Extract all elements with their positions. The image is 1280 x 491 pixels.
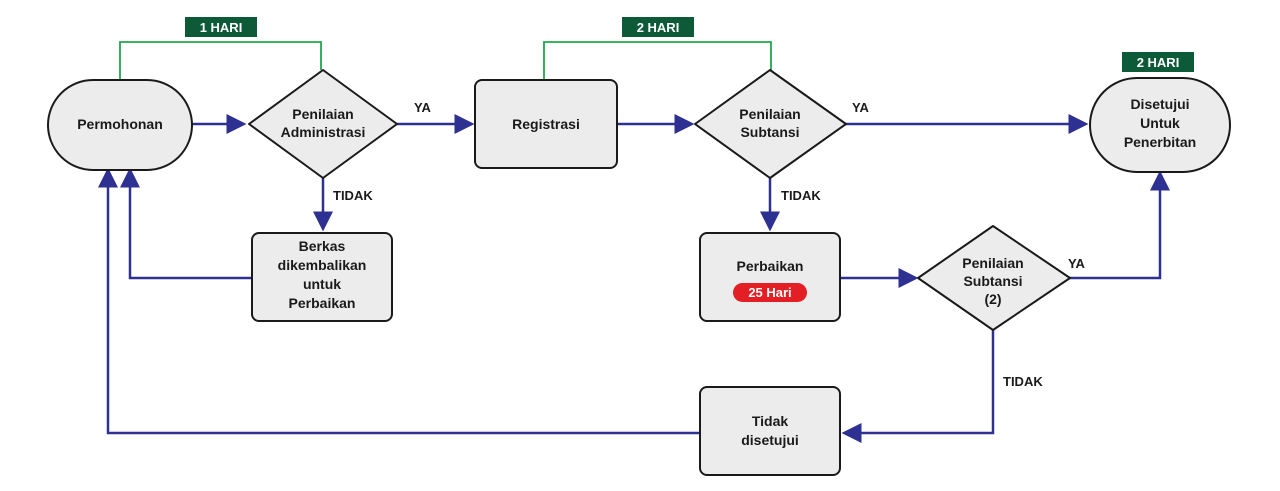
registration-duration-badge: 2 HARI bbox=[622, 17, 694, 37]
subtansi-2-label-line-2: Subtansi bbox=[963, 273, 1022, 289]
admin-duration-badge: 1 HARI bbox=[185, 17, 257, 37]
tidak-disetujui-label-line-2: disetujui bbox=[741, 432, 799, 448]
berkas-label-line-4: Perbaikan bbox=[289, 295, 356, 311]
node-tidak-disetujui: Tidak disetujui bbox=[699, 386, 841, 476]
admin-no-label: TIDAK bbox=[333, 188, 373, 203]
admin-yes-label: YA bbox=[414, 100, 431, 115]
registration-duration-bracket bbox=[543, 41, 772, 80]
disetujui-label-line-1: Disetujui bbox=[1130, 96, 1189, 112]
admin-duration-bracket bbox=[119, 41, 322, 80]
approval-duration-badge: 2 HARI bbox=[1122, 52, 1194, 72]
berkas-label-line-1: Berkas bbox=[299, 238, 346, 254]
subtansi-no-label: TIDAK bbox=[781, 188, 821, 203]
subtansi-2-label-line-1: Penilaian bbox=[962, 255, 1023, 271]
node-perbaikan: Perbaikan 25 Hari bbox=[699, 232, 841, 322]
administrasi-label-line-2: Administrasi bbox=[281, 124, 366, 140]
disetujui-label-line-3: Penerbitan bbox=[1124, 134, 1196, 150]
berkas-label-line-3: untuk bbox=[303, 276, 341, 292]
registrasi-label: Registrasi bbox=[512, 116, 580, 132]
subtansi-label-line-1: Penilaian bbox=[739, 106, 800, 122]
berkas-label-line-2: dikembalikan bbox=[278, 257, 367, 273]
arrow-tidak-disetujui-to-permohonan bbox=[98, 167, 700, 435]
arrow-subtansi-2-to-tidak-disetujui bbox=[841, 330, 995, 443]
node-penilaian-subtansi-2: Penilaian Subtansi (2) bbox=[917, 225, 1071, 331]
subtansi-2-no-label: TIDAK bbox=[1003, 374, 1043, 389]
node-penilaian-administrasi: Penilaian Administrasi bbox=[248, 69, 398, 179]
approval-duration-text: 2 HARI bbox=[1137, 55, 1180, 70]
node-registrasi: Registrasi bbox=[474, 79, 618, 169]
perbaikan-deadline-text: 25 Hari bbox=[748, 285, 791, 300]
subtansi-yes-label: YA bbox=[852, 100, 869, 115]
subtansi-2-yes-label: YA bbox=[1068, 256, 1085, 271]
node-penilaian-subtansi: Penilaian Subtansi bbox=[694, 69, 847, 179]
arrow-subtansi-2-to-disetujui bbox=[1070, 170, 1170, 280]
disetujui-label-line-2: Untuk bbox=[1140, 115, 1180, 131]
permohonan-label: Permohonan bbox=[77, 116, 163, 132]
node-berkas-dikembalikan: Berkas dikembalikan untuk Perbaikan bbox=[251, 232, 393, 322]
perbaikan-label: Perbaikan bbox=[737, 258, 804, 274]
perbaikan-deadline-pill: 25 Hari bbox=[733, 283, 807, 302]
node-disetujui: Disetujui Untuk Penerbitan bbox=[1089, 77, 1231, 173]
admin-duration-text: 1 HARI bbox=[200, 20, 243, 35]
registration-duration-text: 2 HARI bbox=[637, 20, 680, 35]
tidak-disetujui-label-line-1: Tidak bbox=[752, 413, 789, 429]
administrasi-label-line-1: Penilaian bbox=[292, 106, 353, 122]
arrow-berkas-to-permohonan bbox=[120, 167, 252, 280]
node-permohonan: Permohonan bbox=[47, 79, 193, 171]
subtansi-label-line-2: Subtansi bbox=[740, 124, 799, 140]
subtansi-2-label-line-3: (2) bbox=[984, 291, 1001, 307]
